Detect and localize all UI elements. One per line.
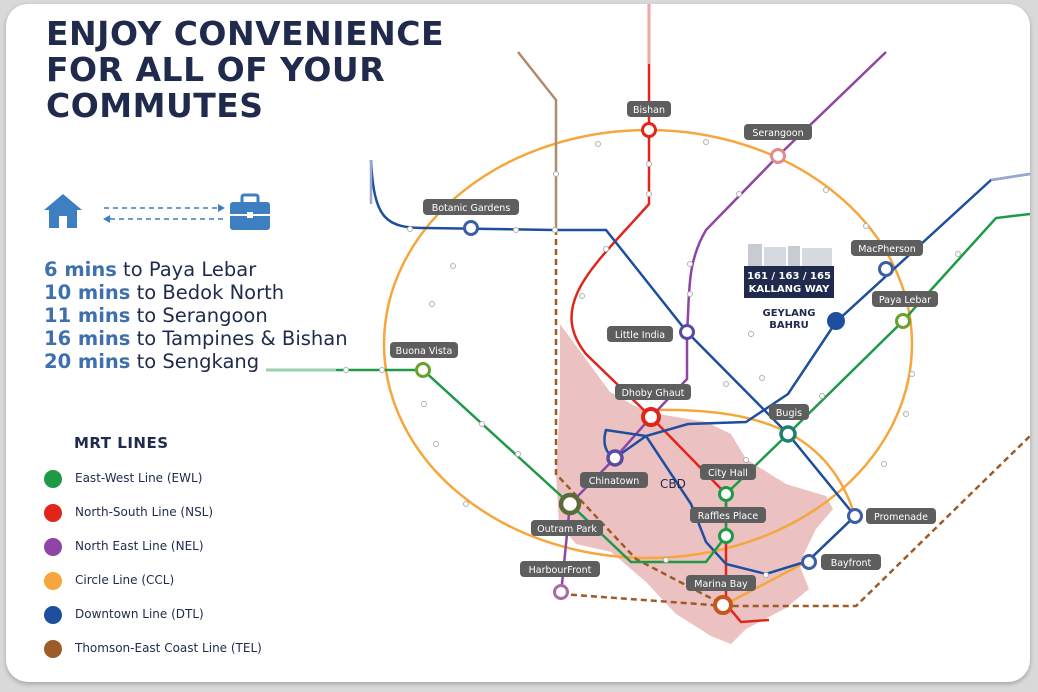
- label-harbourfront: HarbourFront: [529, 565, 592, 576]
- label-buona-vista: Buona Vista: [396, 346, 453, 357]
- station-paya-lebar[interactable]: [895, 313, 911, 329]
- commute-map-card: Bishan Serangoon Botanic Gardens MacPher…: [6, 4, 1030, 682]
- headline-line-2: FOR ALL OF YOUR: [46, 50, 386, 89]
- commute-destination: to Bedok North: [130, 281, 285, 304]
- legend-label-ccl: Circle Line (CCL): [75, 573, 175, 587]
- label-bayfront: Bayfront: [831, 558, 872, 569]
- station-bugis[interactable]: [779, 425, 797, 443]
- tel-line-north: [517, 51, 558, 229]
- station-little-india[interactable]: [679, 324, 695, 340]
- legend-label-dtl: Downtown Line (DTL): [75, 607, 204, 621]
- cbd-zone: [556, 324, 833, 644]
- legend-dot-dtl: [44, 606, 62, 624]
- commute-row: 6 mins to Paya Lebar: [44, 258, 348, 281]
- legend-label-nel: North East Line (NEL): [75, 539, 204, 553]
- legend-dot-tel: [44, 640, 62, 658]
- station-marina-bay[interactable]: [713, 595, 733, 615]
- label-outram-park: Outram Park: [537, 524, 597, 535]
- label-promenade: Promenade: [874, 512, 928, 523]
- property-address-line1: 161 / 163 / 165: [747, 271, 831, 282]
- interchange-stations: [415, 122, 911, 615]
- commute-destination: to Sengkang: [130, 350, 260, 373]
- commute-row: 10 mins to Bedok North: [44, 281, 348, 304]
- legend-dot-ccl: [44, 572, 62, 590]
- commute-time: 6 mins: [44, 258, 117, 281]
- station-dhoby-ghaut[interactable]: [641, 407, 661, 427]
- commute-row: 16 mins to Tampines & Bishan: [44, 327, 348, 350]
- property-location-dot[interactable]: [827, 312, 845, 330]
- tel-line-dashed: [554, 229, 1030, 608]
- station-outram-park[interactable]: [558, 492, 582, 516]
- station-raffles-place[interactable]: [718, 528, 734, 544]
- label-dhoby-ghaut: Dhoby Ghaut: [622, 388, 685, 399]
- station-city-hall[interactable]: [718, 486, 734, 502]
- headline: ENJOY CONVENIENCE FOR ALL OF YOUR COMMUT…: [46, 16, 444, 124]
- briefcase-icon: [230, 193, 270, 230]
- label-bugis: Bugis: [776, 408, 802, 419]
- minor-stations: [343, 139, 961, 578]
- label-city-hall: City Hall: [708, 468, 748, 479]
- dashed-double-arrow-icon: [103, 204, 225, 223]
- label-botanic-gardens: Botanic Gardens: [432, 203, 511, 214]
- building-illustration: [748, 244, 832, 266]
- legend-label-tel: Thomson-East Coast Line (TEL): [75, 641, 262, 655]
- property-marker: 161 / 163 / 165 KALLANG WAY GEYLANG BAHR…: [744, 244, 845, 331]
- label-marina-bay: Marina Bay: [694, 579, 748, 590]
- property-address-line2: KALLANG WAY: [749, 284, 830, 295]
- legend-dot-nsl: [44, 504, 62, 522]
- tel-line-dashed-west: [560, 592, 727, 608]
- commute-destination: to Paya Lebar: [116, 258, 257, 281]
- commute-row: 20 mins to Sengkang: [44, 350, 348, 373]
- headline-line-1: ENJOY CONVENIENCE: [46, 14, 444, 53]
- station-bishan[interactable]: [641, 122, 657, 138]
- station-harbourfront[interactable]: [553, 584, 569, 600]
- legend-dot-ewl: [44, 470, 62, 488]
- label-paya-lebar: Paya Lebar: [879, 295, 931, 306]
- station-promenade[interactable]: [847, 508, 863, 524]
- commute-destination: to Tampines & Bishan: [130, 327, 348, 350]
- legend-title: MRT LINES: [74, 434, 169, 452]
- station-labels: Bishan Serangoon Botanic Gardens MacPher…: [390, 101, 938, 591]
- station-bayfront[interactable]: [801, 554, 817, 570]
- label-macpherson: MacPherson: [858, 244, 916, 255]
- label-raffles-place: Raffles Place: [698, 511, 759, 522]
- commute-times: 6 mins to Paya Lebar 10 mins to Bedok No…: [44, 258, 348, 373]
- station-serangoon[interactable]: [770, 148, 786, 164]
- commute-time: 16 mins: [44, 327, 131, 350]
- legend-label-nsl: North-South Line (NSL): [75, 505, 214, 519]
- nsl-line: [570, 4, 770, 624]
- commute-time: 11 mins: [44, 304, 131, 327]
- label-little-india: Little India: [615, 330, 665, 341]
- station-buona-vista[interactable]: [415, 362, 431, 378]
- commute-time: 20 mins: [44, 350, 131, 373]
- commute-row: 11 mins to Serangoon: [44, 304, 348, 327]
- label-bishan: Bishan: [633, 105, 665, 116]
- label-serangoon: Serangoon: [752, 128, 803, 139]
- legend-label-ewl: East-West Line (EWL): [75, 471, 203, 485]
- home-icon: [44, 194, 82, 228]
- headline-line-3: COMMUTES: [46, 86, 264, 125]
- commute-icons: [44, 193, 270, 230]
- station-chinatown[interactable]: [606, 449, 624, 467]
- label-chinatown: Chinatown: [589, 476, 639, 487]
- legend-dot-nel: [44, 538, 62, 556]
- property-area-line1: GEYLANG: [763, 308, 816, 319]
- cbd-label: CBD: [660, 477, 686, 491]
- commute-destination: to Serangoon: [130, 304, 268, 327]
- station-macpherson[interactable]: [878, 261, 894, 277]
- property-area-line2: BAHRU: [769, 320, 809, 331]
- station-botanic-gardens[interactable]: [463, 220, 479, 236]
- commute-time: 10 mins: [44, 281, 131, 304]
- mrt-network-map: Bishan Serangoon Botanic Gardens MacPher…: [266, 4, 1030, 644]
- dtl-line-faded-east: [990, 172, 1030, 182]
- property-label-box: [744, 266, 834, 298]
